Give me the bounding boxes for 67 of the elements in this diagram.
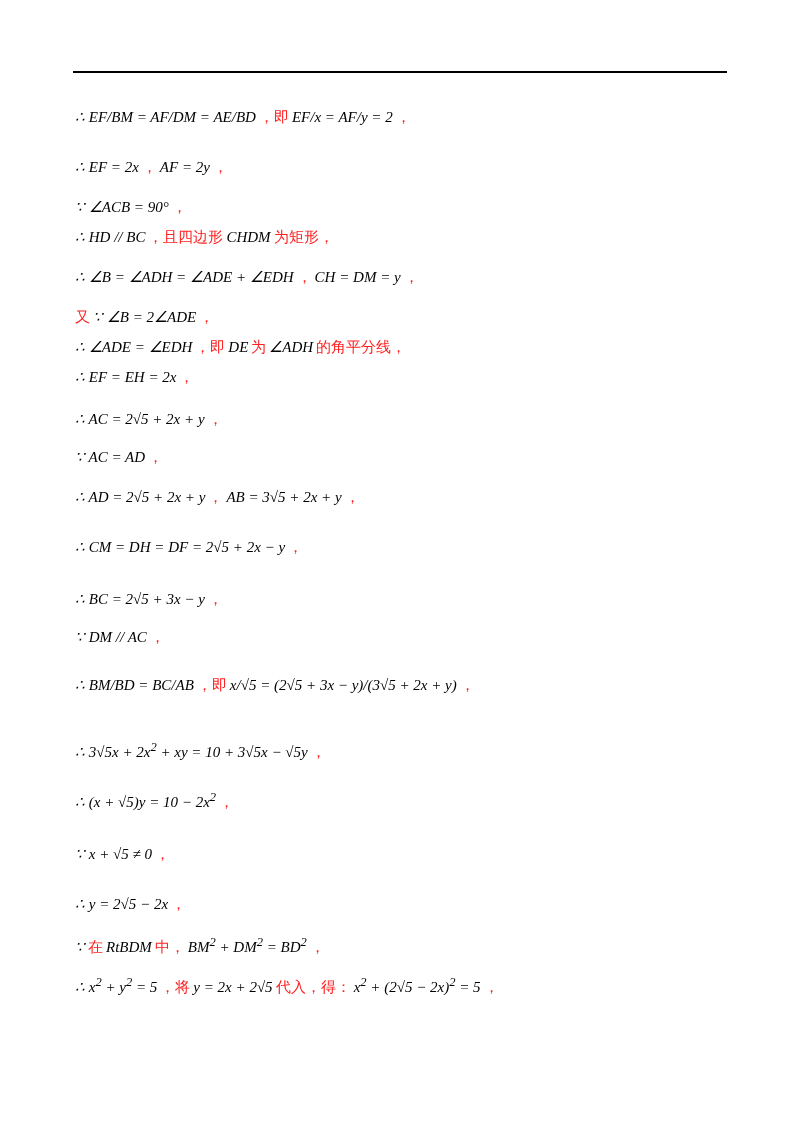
annotation-text: ， [199,309,215,325]
annotation-text: ， [141,159,157,175]
annotation-text: ， [208,489,224,505]
math-expression: CH = DM = y [314,269,401,285]
math-expression: ∠ADH [269,339,314,355]
annotation-text: ，将 [160,979,191,995]
math-expression: ∴ BC = 2√5 + 3x − y [75,591,205,607]
annotation-text: ， [296,269,312,285]
annotation-text: ， [288,539,304,555]
math-expression: ∴ HD // BC [75,229,146,245]
annotation-text: 又 [75,309,90,325]
math-expression: ∴ BM/BD = BC/AB [75,677,194,693]
annotation-text: ， [403,269,419,285]
math-expression: ∴ y = 2√5 − 2x [75,896,169,912]
annotation-text: ， [155,846,170,862]
annotation-text: ， [219,794,235,810]
annotation-text: ， [148,449,163,465]
math-expression: RtBDM [106,939,152,955]
annotation-text: ，即 [258,109,289,125]
annotation-text: ，即 [196,677,227,693]
math-expression: ∴ 3√5x + 2x$^{2}$ + xy = 10 + 3√5x − √5y [75,744,308,760]
math-expression: ∴ AC = 2√5 + 2x + y [75,411,205,427]
annotation-text: ， [483,979,499,995]
math-expression: x/√5 = (2√5 + 3x − y)/(3√5 + 2x + y) [229,677,457,693]
annotation-text: ， [171,199,187,215]
math-expression: EF/x = AF/y = 2 [291,109,393,125]
math-expression: ∵ [75,939,85,955]
annotation-text: 中， [154,939,185,955]
math-expression: BM$^{2}$ + DM$^{2}$ = BD$^{2}$ [187,939,307,955]
math-expression: ∵ DM // AC [75,629,147,645]
math-expression: x$^{2}$ + (2√5 − 2x)$^{2}$ = 5 [353,979,481,995]
math-expression: DE [228,339,249,355]
annotation-text: ， [309,939,325,955]
math-expression: AB = 3√5 + 2x + y [226,489,342,505]
annotation-text: ， [171,896,187,912]
math-expression: ∴ CM = DH = DF = 2√5 + 2x − y [75,539,286,555]
math-expression: ∴ x$^{2}$ + y$^{2}$ = 5 [75,979,158,995]
math-expression: ∴ EF = 2x [75,159,139,175]
annotation-text: 的角平分线， [316,339,407,355]
annotation-text: ， [207,591,223,607]
math-expression: ∴ ∠B = ∠ADH = ∠ADE + ∠EDH [75,269,294,285]
math-expression: ∵ AC = AD [75,449,145,465]
math-expression: y = 2x + 2√5 [193,979,273,995]
annotation-text: ， [459,677,475,693]
annotation-text: ，即 [195,339,226,355]
annotation-text: ， [207,411,223,427]
math-expression: ∵ ∠ACB = 90° [75,199,169,215]
annotation-text: ， [149,629,165,645]
math-expression: ∵ x + √5 ≠ 0 [75,846,152,862]
math-expression: ∴ EF = EH = 2x [75,369,177,385]
annotation-text: 代入，得： [275,979,351,995]
annotation-text: ， [395,109,411,125]
math-expression: AF = 2y [159,159,210,175]
math-expression: ∴ EF/BM = AF/DM = AE/BD [75,109,256,125]
annotation-text: ， [212,159,228,175]
math-expression: ∴ AD = 2√5 + 2x + y [75,489,206,505]
annotation-text: ， [344,489,360,505]
annotation-text: ， [310,744,326,760]
annotation-text: ， [179,369,195,385]
math-expression: ∴ ∠ADE = ∠EDH [75,339,193,355]
annotation-text: 为矩形， [273,229,334,245]
annotation-text: ，且四边形 [148,229,224,245]
math-expression: ∵ ∠B = 2∠ADE [93,309,197,325]
math-expression: CHDM [226,229,271,245]
annotation-text: 在 [88,939,103,955]
annotation-text: 为 [251,339,267,355]
math-expression: ∴ (x + √5)y = 10 − 2x$^{2}$ [75,794,217,810]
